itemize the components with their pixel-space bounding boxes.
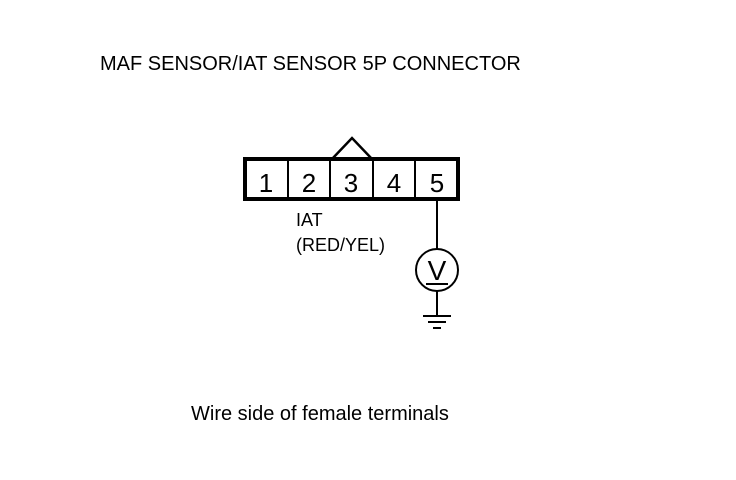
diagram-title: MAF SENSOR/IAT SENSOR 5P CONNECTOR — [100, 53, 521, 75]
ground-icon — [423, 315, 451, 329]
terminal-4-label: 4 — [387, 168, 401, 198]
connector-lock-tab — [331, 136, 373, 160]
voltmeter-symbol: V — [428, 255, 447, 286]
voltmeter-icon: V — [415, 248, 459, 292]
connector-body — [243, 157, 460, 201]
terminal-1-label: 1 — [259, 168, 273, 198]
wire-label-signal: IAT — [296, 210, 323, 230]
view-caption: Wire side of female terminals — [191, 403, 449, 425]
terminal-5-label: 5 — [430, 168, 444, 198]
wire-label-color: (RED/YEL) — [296, 235, 385, 255]
terminal-2-label: 2 — [302, 168, 316, 198]
terminal-3-label: 3 — [344, 168, 358, 198]
